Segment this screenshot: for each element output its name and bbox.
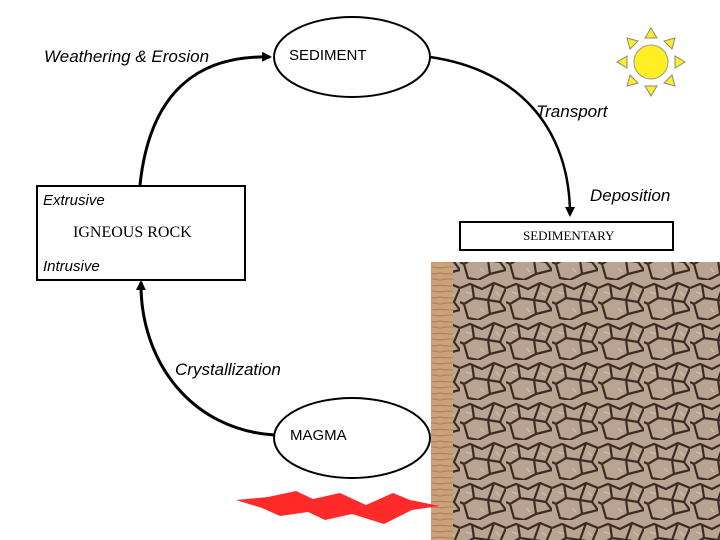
crystallization-label: Crystallization: [175, 360, 281, 379]
extrusive-label: Extrusive: [43, 192, 105, 209]
mud-crack-photo: [453, 262, 720, 540]
transport-label: Transport: [536, 102, 608, 121]
sediment-node: [273, 16, 431, 98]
sedimentary-box: [459, 221, 674, 251]
weathering-arrow: [138, 51, 272, 186]
sedimentary-label: SEDIMENTARY: [523, 228, 615, 243]
heat-burst-icon: [236, 491, 440, 524]
weathering-erosion-label: Weathering & Erosion: [44, 47, 210, 66]
sandstone-photo: [431, 262, 455, 540]
igneous-rock-box: [36, 185, 246, 281]
transport-arrow: [429, 55, 575, 217]
intrusive-label: Intrusive: [43, 258, 100, 275]
deposition-label: Deposition: [590, 186, 671, 205]
sun-icon: [616, 27, 686, 97]
magma-node: [273, 397, 431, 479]
igneous-rock-label: IGNEOUS ROCK: [73, 224, 192, 241]
sediment-label: SEDIMENT: [289, 47, 367, 64]
crystallization-arrow: [135, 280, 276, 437]
magma-label: MAGMA: [290, 427, 347, 444]
